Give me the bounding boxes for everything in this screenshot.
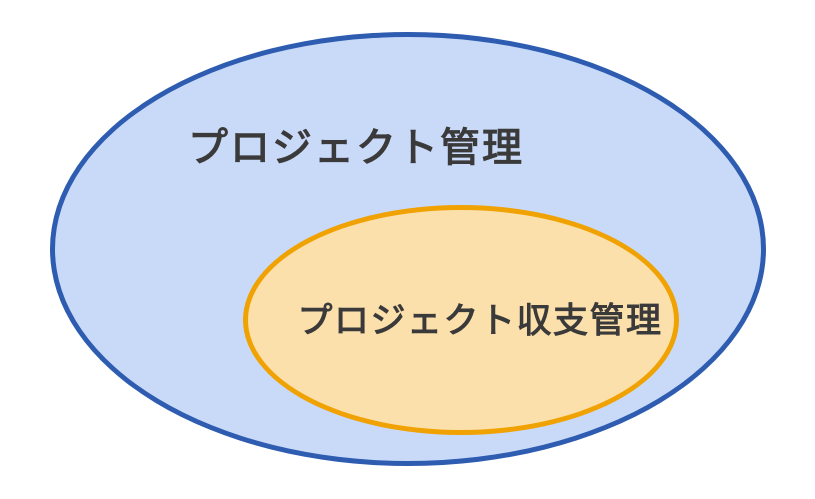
- inner-ellipse-label: プロジェクト収支管理: [297, 301, 663, 341]
- outer-ellipse-label: プロジェクト管理: [188, 126, 524, 170]
- inner-ellipse-project-budget-management: [243, 205, 679, 435]
